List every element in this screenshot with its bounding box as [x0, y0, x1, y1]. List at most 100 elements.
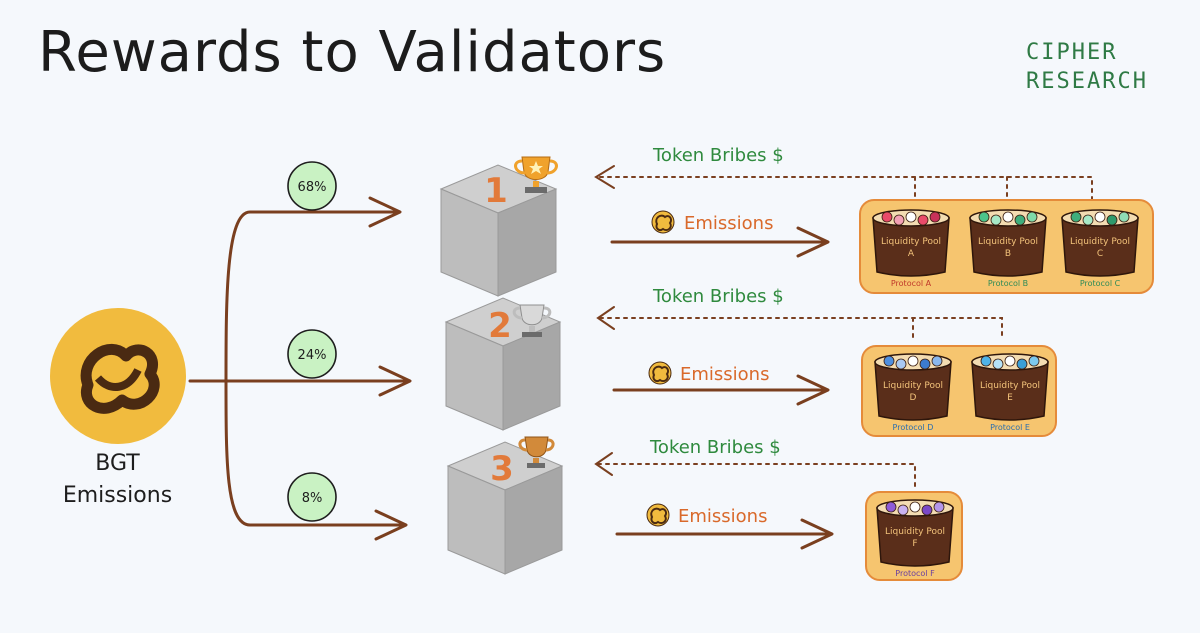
branch-arrow-3 [224, 379, 407, 527]
gold-trophy-icon [514, 156, 558, 193]
pool-name-label: Liquidity Pool [883, 381, 943, 391]
share-bubble-1: 68% [287, 161, 337, 211]
pool-letter-label: F [912, 539, 917, 549]
pool-token-coin [897, 504, 909, 516]
bribe-flow-1 [594, 165, 1093, 201]
pool-token-coin [1106, 214, 1118, 226]
validator-rank-2: 2 [488, 306, 512, 346]
page-title: Rewards to Validators [38, 20, 667, 85]
pool-token-coin [905, 211, 917, 223]
pool-token-coin [883, 355, 895, 367]
bribe-label-1: Token Bribes $ [652, 145, 784, 166]
protocol-label: Protocol F [895, 569, 935, 578]
bgt-logo-icon [50, 308, 186, 444]
branch-arrow-1 [224, 210, 400, 383]
pool-token-coin [1004, 355, 1016, 367]
bronze-trophy-icon [518, 436, 555, 468]
emission-label-1: Emissions [684, 213, 773, 234]
pool-token-coin [1016, 358, 1028, 370]
pool-bucket [872, 217, 950, 277]
protocol-label: Protocol B [988, 279, 1028, 288]
bribe-label-2: Token Bribes $ [652, 286, 784, 307]
pool-token-coin [933, 501, 945, 513]
pool-token-coin [921, 504, 933, 516]
bribe-label-3: Token Bribes $ [649, 437, 781, 458]
pool-bucket [969, 217, 1047, 277]
silver-trophy-icon [512, 304, 552, 337]
share-bubble-3: 8% [287, 472, 337, 522]
pool-token-coin [990, 214, 1002, 226]
brand-logo: CIPHER RESEARCH [1026, 38, 1148, 96]
pool-token-coin [1026, 211, 1038, 223]
pool-bucket [1061, 217, 1139, 277]
pool-token-coin [1028, 355, 1040, 367]
pool-token-coin [885, 501, 897, 513]
branch-arrow-1-head [368, 196, 402, 228]
source-label-line-2: Emissions [62, 483, 173, 508]
pool-token-coin [1070, 211, 1082, 223]
pool-token-coin [909, 501, 921, 513]
pool-name-label: Liquidity Pool [885, 527, 945, 537]
emission-flow-3: Emissions [615, 503, 834, 550]
pool-name-label: Liquidity Pool [1070, 237, 1130, 247]
share-bubble-2: 24% [287, 329, 337, 379]
protocol-label: Protocol E [990, 423, 1030, 432]
bribe-flow-2 [596, 306, 1003, 341]
pool-letter-label: A [908, 249, 915, 259]
pool-token-coin [980, 355, 992, 367]
pool-token-coin [929, 211, 941, 223]
source-branch-arrows [188, 196, 412, 541]
emission-label-3: Emissions [678, 506, 767, 527]
share-text-2: 24% [298, 348, 327, 363]
brand-line-2: RESEARCH [1026, 69, 1148, 94]
pool-token-coin [1118, 211, 1130, 223]
pool-token-coin [893, 214, 905, 226]
pool-token-coin [1014, 214, 1026, 226]
brand-line-1: CIPHER [1026, 40, 1118, 65]
bgt-emissions-label: BGT Emissions [40, 448, 195, 512]
pool-token-coin [919, 358, 931, 370]
emission-token-icon [651, 210, 675, 234]
branch-arrow-2-head [378, 365, 412, 397]
share-text-1: 68% [298, 180, 327, 195]
branch-arrow-3-head [374, 509, 408, 541]
validator-rank-3: 3 [490, 449, 514, 489]
bribe-flow-3 [594, 452, 916, 489]
emission-flow-2: Emissions [612, 361, 830, 406]
pool-token-coin [1094, 211, 1106, 223]
pool-token-coin [931, 355, 943, 367]
share-text-3: 8% [302, 491, 323, 506]
validator-cube-1: 1 [439, 164, 558, 297]
pool-bucket [876, 507, 954, 567]
source-label-line-1: BGT [95, 451, 140, 476]
validator-rank-1: 1 [484, 171, 508, 211]
pool-bucket [874, 361, 952, 421]
protocol-label: Protocol A [891, 279, 932, 288]
pool-letter-label: C [1097, 249, 1103, 259]
protocol-label: Protocol D [893, 423, 934, 432]
pool-token-coin [992, 358, 1004, 370]
emission-token-icon [648, 361, 672, 385]
pool-letter-label: E [1007, 393, 1013, 403]
pool-token-coin [907, 355, 919, 367]
pool-name-label: Liquidity Pool [978, 237, 1038, 247]
pool-token-coin [895, 358, 907, 370]
pool-name-label: Liquidity Pool [980, 381, 1040, 391]
pool-token-coin [1002, 211, 1014, 223]
pool-letter-label: D [910, 393, 917, 403]
emission-token-icon [646, 503, 670, 527]
pool-token-coin [881, 211, 893, 223]
pool-name-label: Liquidity Pool [881, 237, 941, 247]
pool-letter-label: B [1005, 249, 1011, 259]
pool-token-coin [978, 211, 990, 223]
emission-flow-1: Emissions [610, 210, 830, 258]
